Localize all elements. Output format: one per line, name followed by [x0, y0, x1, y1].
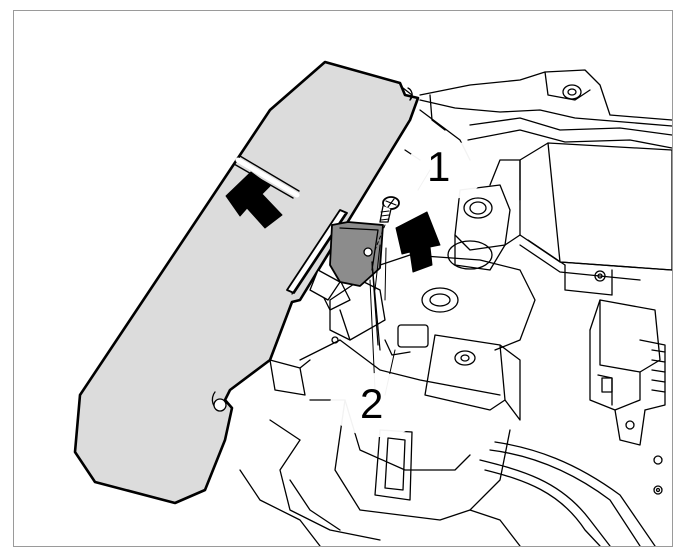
arrow-up-icon	[395, 211, 441, 273]
callout-label-2: 2	[360, 380, 384, 427]
callout-halos	[330, 140, 485, 437]
mounting-bracket	[309, 221, 387, 351]
trim-panel	[73, 60, 420, 505]
housing-structure	[239, 69, 672, 546]
callout-leaders	[369, 169, 431, 396]
callout-label-1: 1	[427, 143, 451, 190]
screw-icon	[374, 196, 400, 251]
